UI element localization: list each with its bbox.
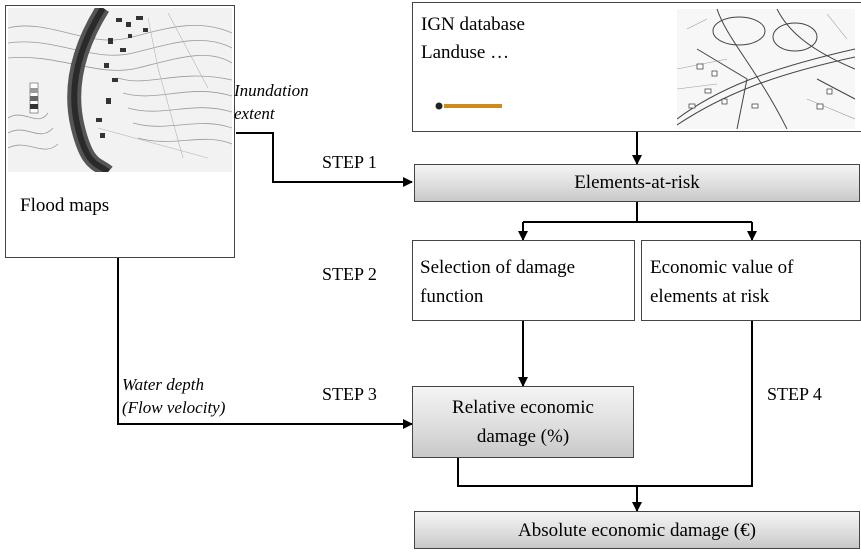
relative-economic-damage-box: Relative economic damage (%): [412, 386, 634, 458]
ign-database-box: IGN database Landuse …: [412, 2, 861, 132]
ign-logo: [435, 97, 503, 110]
elements-at-risk-label: Elements-at-risk: [574, 172, 700, 193]
flood-maps-label: Flood maps: [20, 195, 110, 216]
step-4-label: STEP 4: [767, 384, 822, 404]
arrow-water-depth: [117, 258, 413, 429]
selection-damage-function-box: Selection of damage function: [412, 240, 635, 321]
step-1-label: STEP 1: [322, 152, 377, 172]
relative-line-1: Relative economic: [452, 397, 594, 418]
absolute-label: Absolute economic damage (€): [518, 520, 756, 541]
economic-line-2: elements at risk: [650, 286, 770, 307]
step-3-label: STEP 3: [322, 384, 377, 404]
water-depth-label-1: Water depth: [122, 375, 205, 394]
economic-value-box: Economic value of elements at risk: [641, 240, 861, 321]
flood-maps-box: Flood maps: [5, 5, 235, 258]
step-2-label: STEP 2: [322, 264, 377, 284]
ign-line-1: IGN database: [421, 14, 525, 35]
absolute-economic-damage-box: Absolute economic damage (€): [414, 511, 860, 549]
ign-line-2: Landuse …: [421, 42, 510, 63]
topographic-map-image: [8, 8, 232, 172]
landuse-map-image: [677, 9, 855, 129]
elements-at-risk-box: Elements-at-risk: [414, 164, 860, 202]
economic-line-1: Economic value of: [650, 257, 794, 278]
relative-line-2: damage (%): [476, 426, 570, 447]
selection-line-2: function: [420, 286, 484, 307]
inundation-label-2: extent: [234, 104, 275, 123]
arrow-inundation-to-elements: [236, 132, 413, 187]
water-depth-label-2: (Flow velocity): [122, 398, 226, 417]
selection-line-1: Selection of damage: [420, 257, 576, 278]
arrow-relative-down: [457, 321, 753, 487]
inundation-label-1: Inundation: [234, 81, 309, 100]
